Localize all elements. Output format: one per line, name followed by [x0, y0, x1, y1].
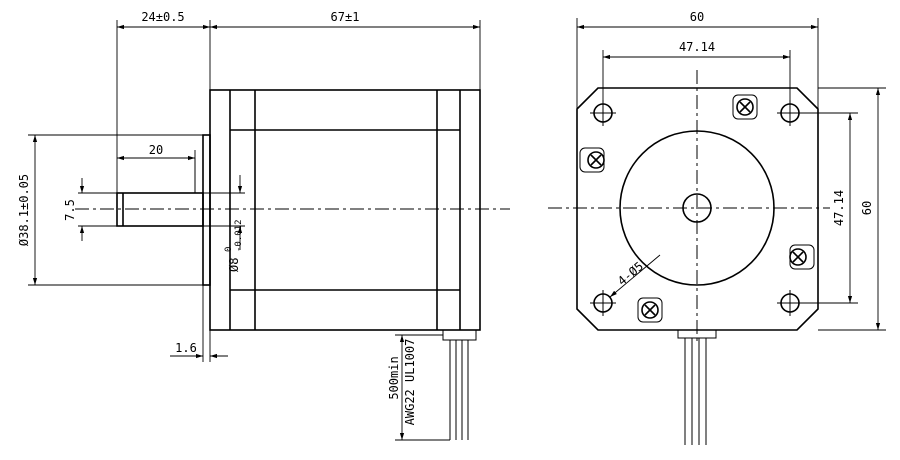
wire-grommet [677, 329, 717, 339]
shaft-diameter-main: Ø8 [227, 258, 241, 272]
front-height-dim: 60 [860, 201, 874, 215]
screw-icon [637, 297, 663, 323]
side-view: 24±0.5 67±1 20 Ø38.1±0.05 7.5 Ø8 0 -0.01… [17, 10, 510, 441]
screw-icon [789, 244, 815, 270]
mounting-hole [590, 100, 616, 126]
pilot-thickness-dim: 1.6 [175, 341, 197, 355]
boss-circle [619, 130, 775, 286]
lead-wires-side [442, 329, 477, 440]
front-width-dim: 60 [690, 10, 704, 24]
wire-grommet [442, 329, 477, 341]
shaft-length-dim: 24±0.5 [141, 10, 184, 24]
body-length-dim: 67±1 [331, 10, 360, 24]
shaft-tol-lower: -0.012 [234, 219, 244, 252]
shaft-diameter-dim: Ø8 0 -0.012 [224, 219, 244, 272]
flange-outline [576, 87, 819, 331]
lead-spec-label: AWG22 UL1007 [403, 339, 417, 426]
hole-spacing-v-dim: 47.14 [832, 190, 846, 226]
pilot-diameter-dim: Ø38.1±0.05 [17, 174, 31, 246]
holes-callout: 4-Ø5 [615, 259, 646, 288]
hole-leader [609, 254, 661, 298]
mounting-hole [590, 290, 616, 316]
pilot-boss [202, 134, 211, 286]
front-view: 60 47.14 47.14 60 4-Ø5 [548, 10, 886, 445]
mounting-hole [777, 290, 803, 316]
shaft-tol-upper: 0 [224, 247, 234, 252]
lead-wires-front [677, 329, 717, 445]
screw-icon [732, 94, 758, 120]
lead-length-dim: 500min [387, 356, 401, 399]
flat-length-dim: 20 [149, 143, 163, 157]
motor-body [209, 89, 481, 331]
shaft-end [682, 193, 712, 223]
mounting-hole [777, 100, 803, 126]
screw-icon [579, 147, 605, 173]
hole-spacing-h-dim: 47.14 [679, 40, 715, 54]
flat-depth-dim: 7.5 [63, 199, 77, 221]
